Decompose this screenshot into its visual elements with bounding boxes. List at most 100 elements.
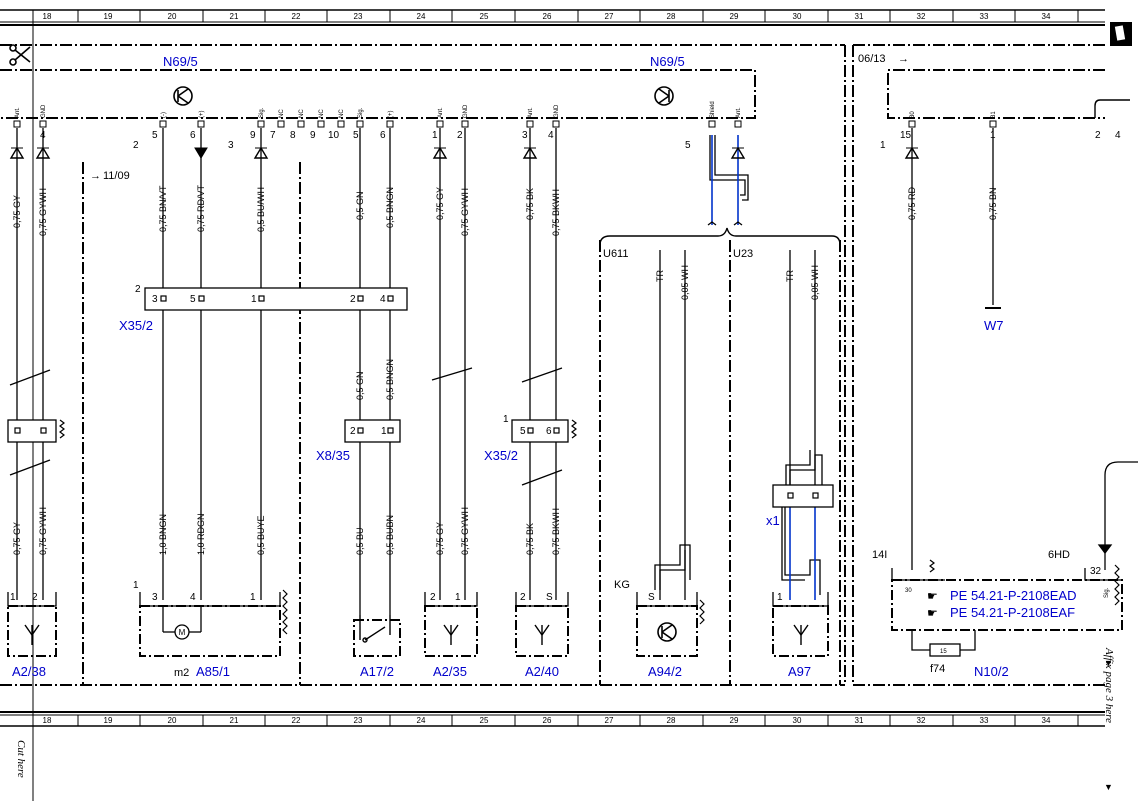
pin-number: 5 — [152, 130, 158, 141]
grid-number: 29 — [730, 12, 739, 21]
label-n69-5-left: N69/5 — [163, 54, 198, 69]
wire-label: 0,75 BKWH — [551, 508, 561, 555]
pin-number: 1 — [381, 426, 387, 437]
signal-name: Ant. — [15, 107, 21, 118]
grid-number: 32 — [917, 716, 926, 725]
ref-11-09: 11/09 — [103, 170, 130, 182]
wires — [16, 128, 1001, 615]
pin-number: 8 — [290, 130, 296, 141]
pin-number: 3 — [522, 130, 528, 141]
grid-number: 24 — [417, 716, 426, 725]
link-pe-2108eaf[interactable]: PE 54.21-P-2108EAF — [950, 605, 1075, 620]
wire-label: 0,5 BUBN — [385, 515, 395, 555]
grid-number: 26 — [543, 12, 552, 21]
antenna-icon-a2-40 — [534, 624, 550, 645]
grid-number: 22 — [292, 716, 301, 725]
wire-label: 0,75 BN — [988, 187, 998, 220]
grid-number: 24 — [417, 12, 426, 21]
signal-name: 31 — [991, 111, 997, 118]
pin-number: 4 — [380, 294, 386, 305]
grid-number: 30 — [793, 12, 802, 21]
signal-name: (+) — [388, 110, 394, 118]
pin-number: 2 — [350, 294, 356, 305]
pin-number: 1 — [432, 130, 438, 141]
wire-label: 0,05 WH — [810, 265, 820, 300]
wire-label: 0,75 GYWH — [38, 507, 48, 555]
label-a2-35: A2/35 — [433, 664, 467, 679]
label-a2-38: A2/38 — [12, 664, 46, 679]
signal-name: (+) — [199, 110, 205, 118]
signal-name: NC — [339, 109, 345, 118]
pin-number: 4 — [40, 130, 46, 141]
grid-number: 34 — [1042, 12, 1051, 21]
signal-name: (-) — [161, 112, 167, 118]
wire-label: 0,75 GY — [435, 522, 445, 555]
page-tab-icon — [1110, 22, 1132, 46]
motor-icon-m2: M — [162, 606, 202, 640]
pin-number: 6 — [190, 130, 196, 141]
label-x8-35: X8/35 — [316, 448, 350, 463]
transistor-icon-left — [173, 86, 193, 106]
signal-name: Sig. — [1104, 587, 1110, 598]
wire-label: 0,75 GYWH — [38, 188, 48, 236]
link-pe-2108ead[interactable]: PE 54.21-P-2108EAD — [950, 588, 1076, 603]
signal-name: Sig. — [259, 107, 265, 118]
pin-number: 10 — [328, 130, 340, 141]
label-n10-2: N10/2 — [974, 664, 1009, 679]
connector-x8-35 — [344, 419, 401, 443]
signal-name: NC — [319, 109, 325, 118]
grid-number: 18 — [43, 716, 52, 725]
pin-number: 1 — [503, 414, 509, 425]
hand-pointer-icon: ☛ — [927, 589, 938, 603]
pin-number: S — [546, 592, 553, 603]
pin-number: 5 — [685, 140, 691, 151]
wire-labels: 0,75 GY 0,75 GYWH 0,75 BN/VT 0,75 RD/VT … — [12, 184, 998, 555]
pin-number: 3 — [228, 140, 234, 151]
pin-number: 7 — [270, 130, 276, 141]
wire-label: 0,75 GYWH — [460, 507, 470, 555]
bottom-grid-ruler — [0, 711, 1105, 727]
grid-number: 26 — [543, 716, 552, 725]
label-a17-2: A17/2 — [360, 664, 394, 679]
wire-label: 0,5 BUYE — [256, 515, 266, 555]
grid-number: 27 — [605, 12, 614, 21]
grid-number: 32 — [917, 12, 926, 21]
label-u611: U611 — [603, 248, 628, 260]
signal-name: NC — [279, 109, 285, 118]
grid-number: 23 — [354, 12, 363, 21]
arrow-right-icon: → — [898, 53, 909, 65]
fuse-f74 — [911, 461, 1138, 657]
grid-number: 28 — [667, 716, 676, 725]
wavy-lower — [282, 559, 1120, 635]
pin-number: 5 — [190, 294, 196, 305]
label-x35-2-top: X35/2 — [119, 318, 153, 333]
arrow-right-icon: → — [90, 170, 101, 182]
pin-number: 2 — [32, 592, 38, 603]
wire-label: 0,75 BKWH — [551, 189, 561, 236]
signal-name: Sig. — [358, 107, 364, 118]
grid-number: 22 — [292, 12, 301, 21]
label-fuse-15: 15 — [940, 649, 947, 655]
shield-a97 — [781, 450, 823, 600]
signal-name: Ant. — [438, 107, 444, 118]
transistor-icon-right — [654, 86, 674, 106]
wire-label: 0,75 BK — [525, 523, 535, 555]
grid-number: 25 — [480, 12, 489, 21]
wire-label: 0,05 WH — [680, 265, 690, 300]
signal-name: GND — [463, 104, 469, 118]
top-pin-ticks — [13, 120, 997, 128]
pin-number: 1 — [133, 580, 139, 591]
pin-number: 2 — [520, 592, 526, 603]
pin-number: 2 — [430, 592, 436, 603]
wire-label: 0,5 BU/WH — [256, 187, 266, 232]
pin-number: 6 — [546, 426, 552, 437]
grid-number: 31 — [855, 716, 864, 725]
switch-icon-a17-2 — [359, 615, 391, 643]
connector-x35-2-top — [144, 287, 408, 311]
module-frames — [0, 44, 1105, 686]
right-device-hook — [1094, 99, 1130, 118]
wire-label: TR — [785, 270, 795, 282]
label-x35-2-mid: X35/2 — [484, 448, 518, 463]
